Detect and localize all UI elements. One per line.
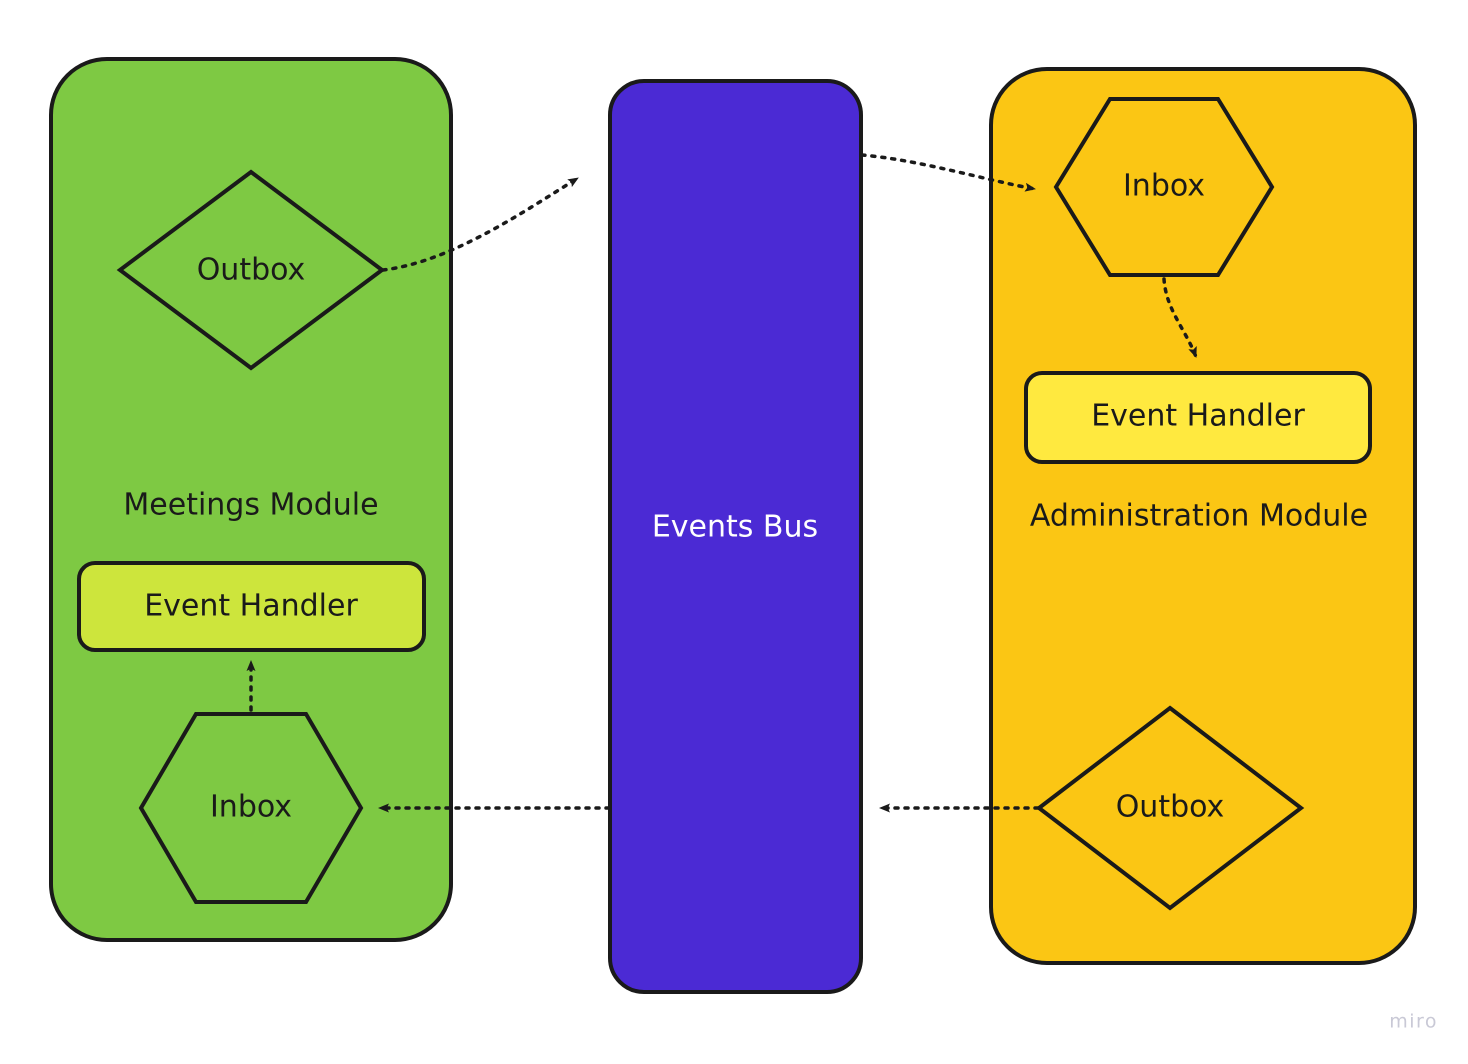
handler-box: [1024, 371, 1372, 464]
connector-bus-to-administration-inbox[interactable]: [860, 153, 1037, 192]
administration-inbox-label: Inbox: [1123, 169, 1205, 204]
connector-meetings-outbox-to-bus[interactable]: [381, 176, 580, 272]
diamond-shape: [116, 169, 386, 371]
events-bus-panel[interactable]: [608, 79, 863, 994]
meetings-module[interactable]: Outbox Meetings Module Event Handler Inb…: [49, 57, 453, 942]
administration-event-handler-label: Event Handler: [1091, 399, 1305, 434]
events-bus[interactable]: Events Bus: [608, 79, 863, 994]
hexagon-shape: [138, 712, 364, 904]
administration-inbox-node[interactable]: Inbox: [1053, 97, 1275, 277]
administration-module[interactable]: Inbox Event Handler Administration Modul…: [989, 67, 1417, 965]
meetings-event-handler-label: Event Handler: [144, 589, 358, 624]
administration-outbox-node[interactable]: Outbox: [1035, 705, 1305, 911]
administration-module-panel[interactable]: [989, 67, 1417, 965]
miro-watermark: miro: [1389, 1011, 1438, 1033]
meetings-inbox-label: Inbox: [210, 790, 292, 825]
events-bus-label: Events Bus: [652, 510, 818, 545]
administration-outbox-label: Outbox: [1116, 790, 1225, 825]
meetings-outbox-node[interactable]: Outbox: [116, 169, 386, 371]
meetings-event-handler-node[interactable]: Event Handler: [77, 561, 426, 652]
connector-administration-inbox-to-handler[interactable]: [1162, 277, 1198, 359]
administration-event-handler-node[interactable]: Event Handler: [1024, 371, 1372, 464]
meetings-inbox-node[interactable]: Inbox: [138, 712, 364, 904]
administration-module-title: Administration Module: [1030, 499, 1368, 534]
diamond-shape: [1035, 705, 1305, 911]
meetings-outbox-label: Outbox: [197, 253, 306, 288]
meetings-module-title: Meetings Module: [123, 488, 378, 523]
hexagon-shape: [1053, 97, 1275, 277]
handler-box: [77, 561, 426, 652]
